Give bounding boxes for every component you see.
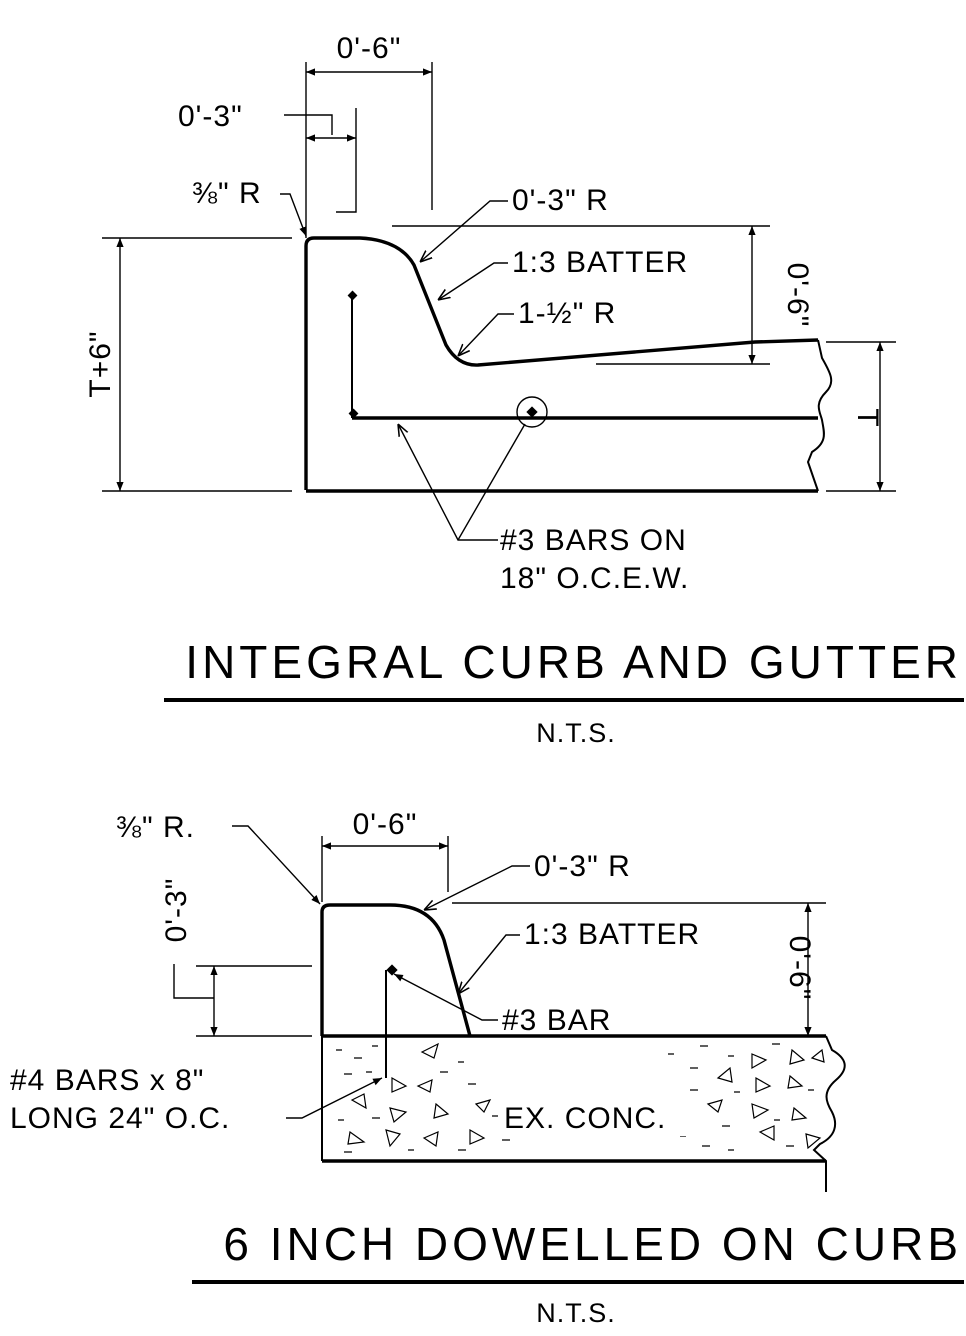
rebar-callout-circle <box>516 396 548 428</box>
label-mask <box>500 1096 690 1136</box>
curb-gutter-outline <box>304 236 819 490</box>
existing-concrete-label: EX. CONC. <box>504 1102 666 1135</box>
radius-small-label: ⅜" R <box>192 177 262 210</box>
bars-note-line1: #3 BARS ON <box>500 524 687 557</box>
radius-small-label: ⅜" R. <box>116 811 195 844</box>
leader-line <box>398 424 498 541</box>
leader-line <box>458 313 514 356</box>
dimension-gutter-thickness: T <box>851 408 884 427</box>
leader-line <box>438 262 508 300</box>
extension-line <box>173 964 214 999</box>
leader-line <box>286 1077 383 1119</box>
scale-note: N.T.S. <box>536 1298 616 1328</box>
dimension-total-height: T+6" <box>84 330 117 397</box>
break-line <box>812 1035 846 1192</box>
dowel-note-line2: LONG 24" O.C. <box>10 1102 230 1135</box>
leader-line <box>393 973 498 1021</box>
dimension-lip: 0'-3" <box>178 100 243 133</box>
extension-line <box>336 108 357 213</box>
radius-top-label: 0'-3" R <box>512 184 609 217</box>
rebar-dot <box>348 408 359 419</box>
radius-toe-label: 1-½" R <box>518 297 616 330</box>
dimension-dowel-embed: 0'-3" <box>160 878 193 943</box>
rebar-dot <box>347 290 358 301</box>
detail-integral-curb-and-gutter: 0'-6" 0'-3" ⅜" R 0'-3" R 1:3 BATTER 1-½"… <box>84 32 964 748</box>
batter-label: 1:3 BATTER <box>524 918 700 951</box>
leader-line <box>420 200 508 262</box>
rebar-dot <box>526 406 538 418</box>
break-line <box>806 339 833 492</box>
leader-line <box>424 865 530 910</box>
dimension-face-height: 0'-6" <box>783 936 816 1001</box>
bars-note-line2: 18" O.C.E.W. <box>500 562 689 595</box>
radius-top-label: 0'-3" R <box>534 850 631 883</box>
leader-line <box>284 114 333 135</box>
curb-outline <box>320 903 472 1037</box>
leader-line <box>280 193 307 237</box>
batter-label: 1:3 BATTER <box>512 246 688 279</box>
detail-dowelled-on-curb: ⅜" R. 0'-6" 0'-3" R 1:3 BATTER #3 BAR 0'… <box>10 808 964 1328</box>
leader-line <box>232 825 321 905</box>
leader-line <box>457 423 526 541</box>
dowel-note-line1: #4 BARS x 8" <box>10 1064 204 1097</box>
leader-line <box>458 934 520 994</box>
dimension-top-width: 0'-6" <box>353 808 418 841</box>
detail-title: 6 INCH DOWELLED ON CURB <box>223 1218 962 1270</box>
dimension-face-height: 0'-6" <box>781 263 814 328</box>
rebar-dot <box>386 964 398 976</box>
dimension-top-width: 0'-6" <box>337 32 402 65</box>
scale-note: N.T.S. <box>536 718 616 748</box>
bar-label: #3 BAR <box>502 1004 611 1037</box>
detail-title: INTEGRAL CURB AND GUTTER <box>185 636 962 688</box>
